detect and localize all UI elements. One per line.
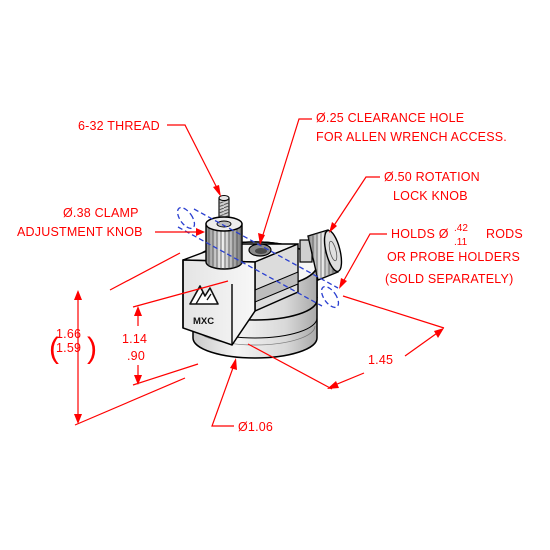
clamp-label-line1: Ø.38 CLAMP [63,206,139,220]
logo-text: MXC [193,316,214,327]
annotations: 6-32 THREAD Ø.25 CLEARANCE HOLE FOR ALLE… [17,111,523,434]
height-dimension: ( 1.66 1.59 ) [49,252,186,426]
center-min: .90 [127,349,145,363]
holds-line2: OR PROBE HOLDERS [387,250,520,264]
rotation-label-line1: Ø.50 ROTATION [384,170,480,184]
thread-label: 6-32 THREAD [78,119,160,133]
diameter-value: Ø1.06 [238,420,273,434]
height-close-paren: ) [87,332,97,365]
rotation-knob-callout: Ø.50 ROTATION LOCK KNOB [329,170,480,233]
holds-rods-callout: HOLDS Ø .42 .11 RODS OR PROBE HOLDERS (S… [339,223,523,289]
holds-suffix: RODS [486,227,523,241]
clearance-label-line1: Ø.25 CLEARANCE HOLE [316,111,464,125]
diameter-dimension: Ø1.06 [211,358,273,434]
width-value: 1.45 [368,353,393,367]
clamp-assembly: MXC [176,195,343,359]
holds-prefix: HOLDS Ø [391,227,449,241]
clearance-hole-callout: Ø.25 CLEARANCE HOLE FOR ALLEN WRENCH ACC… [258,111,507,245]
clamp-adjustment-knob [205,195,243,270]
rod-hidden-line [176,206,340,309]
center-max: 1.14 [122,332,147,346]
height-min: 1.59 [56,341,81,355]
center-height-dimension: 1.14 .90 [122,280,229,386]
holds-max: .42 [454,223,468,234]
height-open-paren: ( [49,332,59,365]
clamp-label-line2: ADJUSTMENT KNOB [17,225,143,239]
clearance-label-line2: FOR ALLEN WRENCH ACCESS. [316,130,507,144]
holds-min: .11 [454,237,468,248]
holds-line3: (SOLD SEPARATELY) [385,272,513,286]
thread-callout: 6-32 THREAD [78,119,221,197]
clamp-knob-callout: Ø.38 CLAMP ADJUSTMENT KNOB [17,206,205,239]
height-max: 1.66 [56,327,81,341]
width-dimension: 1.45 [247,295,445,390]
rotation-label-line2: LOCK KNOB [393,189,468,203]
rotation-lock-knob [299,229,343,281]
